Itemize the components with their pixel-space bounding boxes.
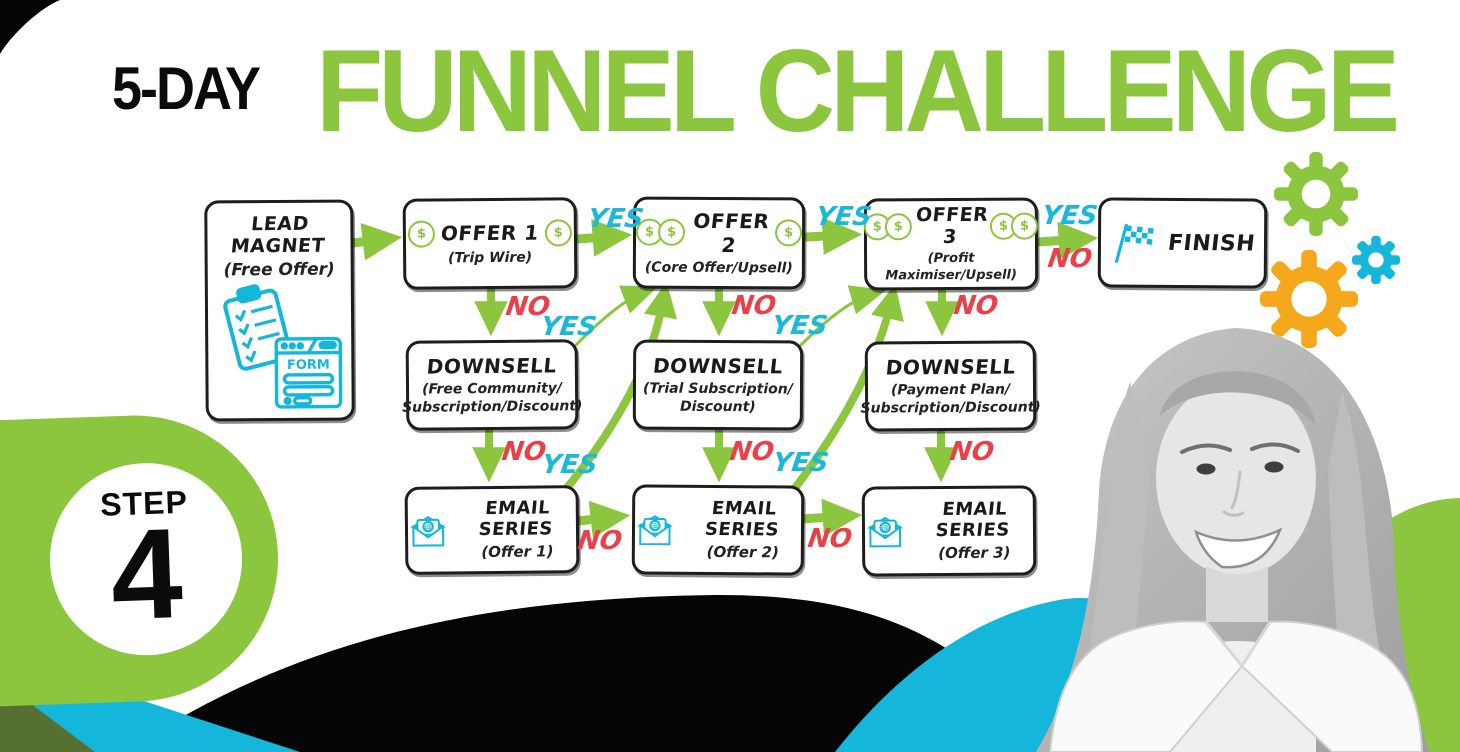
- blazer-right: [1240, 620, 1424, 752]
- node-email-series-3: @ EMAIL SERIES (Offer 3): [861, 485, 1037, 577]
- lead-magnet-illustration: FORM: [222, 284, 342, 409]
- form-icon-label: FORM: [286, 358, 329, 373]
- node-lead-magnet: LEAD MAGNET (Free Offer) FORM: [204, 199, 355, 422]
- gear-cyan-icon: [1352, 236, 1400, 284]
- eyes: [1196, 461, 1284, 475]
- arrow-downsell2-offer3: [798, 285, 887, 348]
- smile: [1193, 527, 1283, 569]
- node-email-series-1: @ EMAIL SERIES (Offer 1): [404, 485, 580, 575]
- nose: [1222, 470, 1245, 517]
- lapel-line: [1204, 621, 1272, 669]
- corner-accent: [0, 0, 60, 54]
- arrow-offer1-offer2: [573, 219, 633, 257]
- page-title: FUNNEL CHALLENGE: [316, 26, 1400, 157]
- email-icon: @: [636, 515, 673, 546]
- step-number: 4: [108, 501, 185, 648]
- gear-green-icon: [1274, 152, 1358, 236]
- title-prefix: 5-DAY: [112, 55, 261, 123]
- arrow-email2-offer3: [788, 283, 904, 496]
- clipboard-icon: [222, 284, 292, 372]
- arrow-offer3-finish: [1033, 221, 1099, 260]
- email-at-glyph: @: [881, 523, 888, 532]
- arrow-lead-offer1: [347, 222, 403, 261]
- hairline: [1160, 371, 1316, 426]
- email-icon: @: [409, 516, 447, 547]
- neck: [1206, 566, 1268, 622]
- black-wave: [125, 594, 1055, 752]
- face: [1156, 380, 1316, 576]
- arrow-email1-offer2: [558, 281, 678, 498]
- node-email-series-2: @ EMAIL SERIES (Offer 2): [631, 484, 805, 576]
- checkered-flag-icon: [1114, 223, 1154, 263]
- step-badge-circle: STEP 4: [46, 459, 246, 659]
- olive-wedge-bottom-left: [0, 700, 95, 752]
- eyebrows: [1180, 442, 1300, 454]
- arrow-downsell1-offer2: [572, 285, 658, 349]
- blazer-left: [1048, 620, 1244, 752]
- arrow-offer2-offer3: [801, 217, 863, 256]
- form-icon: FORM: [274, 337, 342, 409]
- email-at-glyph: @: [424, 522, 431, 531]
- email-icon: @: [866, 516, 904, 548]
- gear-yellow-icon: [1260, 250, 1358, 348]
- arrow-email1-email2: [573, 500, 631, 539]
- arrow-email2-email3: [797, 498, 863, 537]
- email-at-glyph: @: [651, 521, 658, 530]
- node-finish: FINISH: [1097, 197, 1268, 289]
